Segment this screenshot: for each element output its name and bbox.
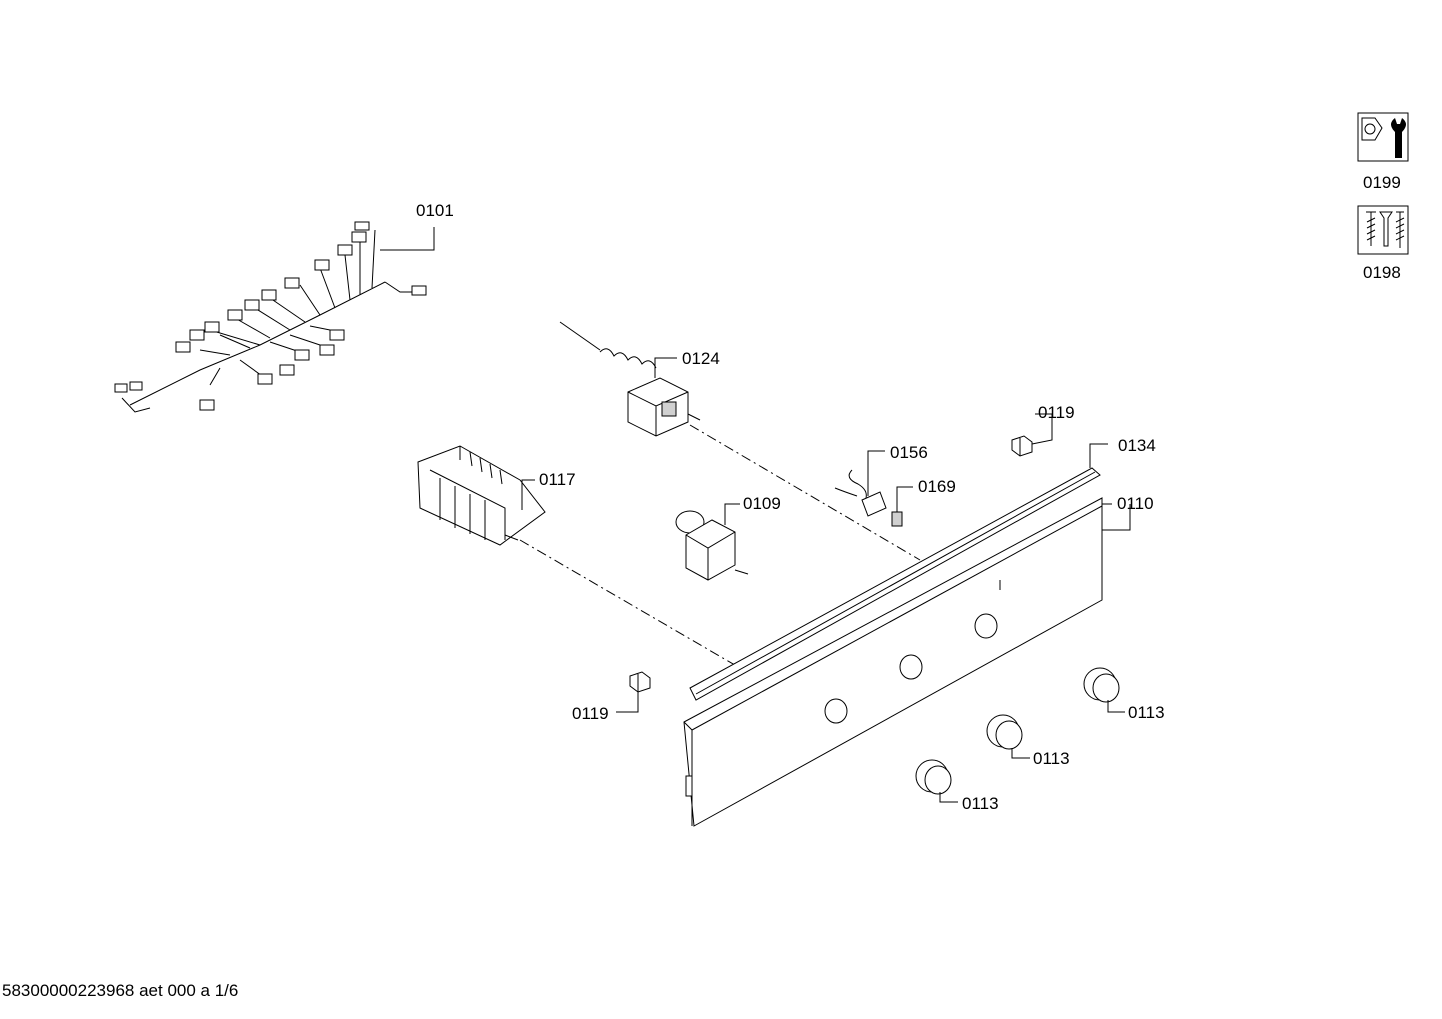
- timer-0109[interactable]: [675, 510, 749, 581]
- label-0156: 0156: [890, 443, 928, 462]
- sensor-0156[interactable]: [834, 469, 887, 517]
- label-0113-c: 0113: [962, 794, 999, 813]
- label-0110: 0110: [1117, 494, 1154, 513]
- label-0113-b: 0113: [1033, 749, 1070, 768]
- label-0134: 0134: [1118, 436, 1156, 455]
- leader-lines: [380, 227, 1131, 803]
- label-0119-bottom: 0119: [572, 704, 609, 723]
- clip-0119-bottom[interactable]: [629, 671, 651, 693]
- knob-0113-a[interactable]: [1083, 667, 1120, 703]
- label-0198: 0198: [1363, 263, 1401, 282]
- selector-switch-0117[interactable]: [417, 445, 546, 546]
- label-0199: 0199: [1363, 173, 1401, 192]
- thermostat-0124[interactable]: [559, 321, 701, 437]
- label-0124: 0124: [682, 349, 720, 368]
- label-0169: 0169: [918, 477, 956, 496]
- knob-0113-b[interactable]: [986, 714, 1023, 750]
- part-0169[interactable]: [891, 511, 903, 527]
- screws-icon[interactable]: [1357, 205, 1409, 255]
- alignment-line-thermostat: [689, 424, 921, 561]
- label-0113-a: 0113: [1128, 703, 1165, 722]
- knob-0113-c[interactable]: [915, 759, 952, 795]
- trim-strip-0134[interactable]: [689, 467, 1101, 701]
- control-panel-0110[interactable]: [683, 497, 1103, 827]
- label-0119-top: 0119: [1038, 403, 1075, 422]
- alignment-line-switch: [519, 539, 741, 669]
- document-id: 58300000223968 aet 000 a 1/6: [2, 981, 239, 1000]
- label-0101: 0101: [416, 201, 454, 220]
- label-0117: 0117: [539, 470, 576, 489]
- label-0109: 0109: [743, 494, 781, 513]
- clip-0119-top[interactable]: [1011, 435, 1033, 457]
- wiring-harness-0101[interactable]: [114, 221, 427, 413]
- wrench-screwdriver-icon[interactable]: [1357, 112, 1409, 162]
